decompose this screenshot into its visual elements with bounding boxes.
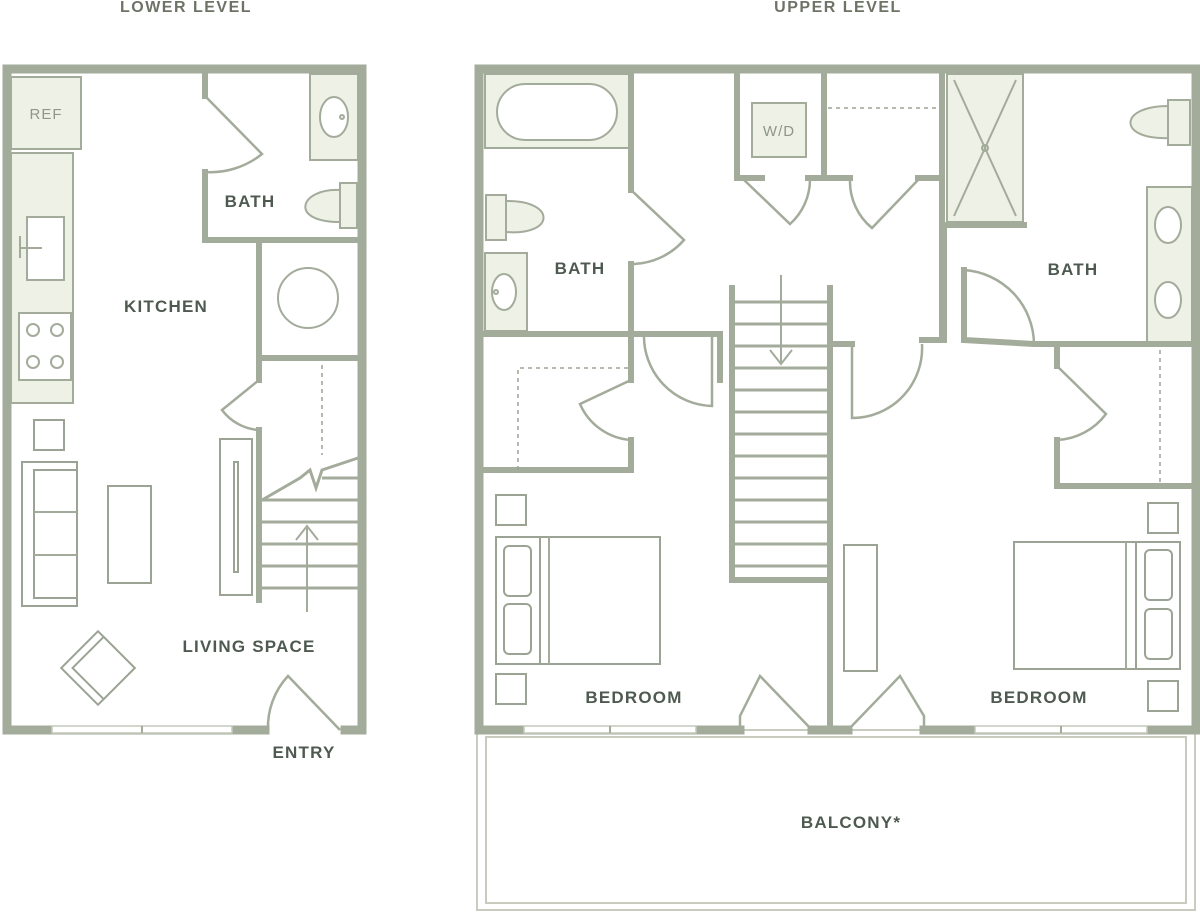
lower-closet-door xyxy=(220,379,260,432)
lower-bath-wall xyxy=(202,69,363,243)
upper-left-bedroom-door xyxy=(642,333,714,408)
right-nightstand-top xyxy=(1147,502,1179,534)
left-bedroom-label: BEDROOM xyxy=(585,688,682,707)
lower-closet-wall xyxy=(256,237,363,603)
upper-right-closet-wall xyxy=(1054,341,1197,489)
upper-right-closet-door xyxy=(1056,365,1108,442)
right-dresser xyxy=(843,544,878,672)
upper-right-bath-wall xyxy=(941,222,1197,347)
lower-staircase xyxy=(261,456,359,612)
upper-right-bath-label: BATH xyxy=(1048,260,1099,279)
left-balcony-door xyxy=(738,673,813,731)
upper-left-bath-door xyxy=(630,189,686,266)
refrigerator-icon xyxy=(10,76,82,150)
lower-exterior-wall xyxy=(2,64,367,735)
balcony-label: BALCONY* xyxy=(801,813,901,832)
right-nightstand-bottom xyxy=(1147,680,1179,712)
upper-staircase xyxy=(729,275,833,733)
washer-dryer-label: W/D xyxy=(763,123,795,140)
upper-level-heading: UPPER LEVEL xyxy=(774,0,902,16)
lower-level-heading: LOWER LEVEL xyxy=(120,0,252,16)
water-heater-icon xyxy=(277,267,339,329)
bath-lower-label: BATH xyxy=(225,192,276,211)
upper-left-closet-door xyxy=(578,378,632,442)
side-table xyxy=(33,419,65,451)
left-nightstand-bottom xyxy=(495,673,527,705)
kitchen-label: KITCHEN xyxy=(124,297,208,316)
entry-label: ENTRY xyxy=(273,743,336,762)
upper-hall-door xyxy=(850,343,924,420)
right-balcony-door xyxy=(847,673,926,731)
upper-right-toilet-icon xyxy=(1167,99,1191,146)
upper-level-plan: W/D xyxy=(474,64,1200,911)
upper-exterior-wall xyxy=(474,64,1200,735)
left-nightstand-top xyxy=(495,494,527,526)
right-bedroom-label: BEDROOM xyxy=(990,688,1087,707)
laundry-door xyxy=(741,177,812,226)
armchair-icon xyxy=(59,629,137,707)
stove-icon xyxy=(18,312,72,381)
upper-right-bath-door xyxy=(963,268,1036,345)
toilet-icon xyxy=(339,182,358,229)
upper-left-closet-wall xyxy=(479,331,634,473)
laundry-closet-wall xyxy=(734,69,945,181)
refrigerator-label: REF xyxy=(30,106,63,123)
entry-door xyxy=(266,674,341,731)
lower-level-plan: REF xyxy=(2,64,367,762)
upper-left-toilet-icon xyxy=(485,194,507,241)
coffee-table xyxy=(107,485,152,584)
linen-door xyxy=(848,179,919,230)
lower-bath-door xyxy=(204,95,264,174)
upper-left-bath-label: BATH xyxy=(555,259,606,278)
washer-dryer-icon xyxy=(751,102,807,158)
living-space-label: LIVING SPACE xyxy=(182,637,315,656)
